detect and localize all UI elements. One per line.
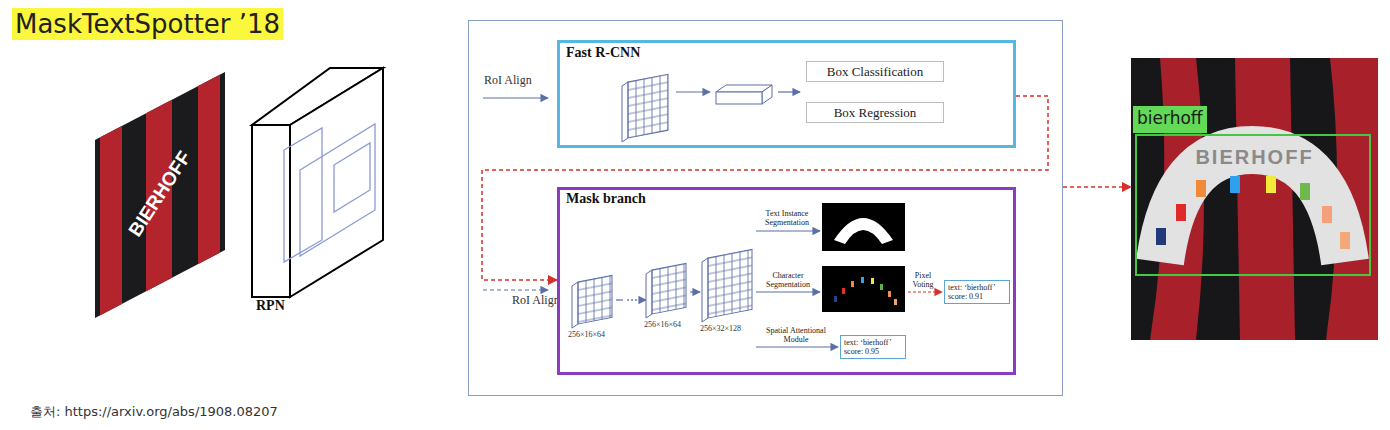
flow-arrow — [778, 91, 800, 92]
box-heading: Mask branch — [566, 191, 646, 207]
flow-arrow — [640, 299, 646, 300]
label-text: bierhoff — [1137, 107, 1203, 129]
flow-connector — [1063, 186, 1131, 188]
roi-arrow — [483, 289, 548, 290]
feature-map — [646, 263, 686, 318]
detection-label: bierhoff — [1133, 106, 1207, 133]
fast-rcnn-box: Fast R-CNN Box ClassificationBox Regressi… — [557, 40, 1016, 148]
feature-map — [622, 74, 668, 142]
fc-slab — [716, 85, 772, 104]
instance-mask — [822, 203, 905, 251]
step-label: Text Instance Segmentation — [755, 209, 819, 227]
step-label: Pixel Voting — [906, 271, 940, 289]
flow-arrow — [690, 291, 700, 292]
rpn-block — [252, 68, 383, 297]
box-text: Box Regression — [817, 105, 933, 120]
pixel-voting-arrow — [908, 291, 942, 292]
title: MaskTextSpotter ’18 — [12, 8, 283, 40]
result-text: text: ‘bierhoff’ score: 0.91 — [948, 283, 1006, 301]
output-image: BIERHOFF bierhoff — [1131, 58, 1384, 340]
feature-map — [702, 249, 752, 322]
result-box: text: ‘bierhoff’ score: 0.91 — [944, 280, 1010, 304]
image-text: BIERHOFF — [1131, 146, 1378, 169]
step-label: Character Segmentation — [757, 271, 819, 289]
block-label: RPN — [256, 298, 285, 314]
stage-label: RoI Align — [484, 73, 532, 88]
flow-arrow — [676, 91, 710, 92]
flow-arrow — [756, 346, 838, 347]
box-text: Box Classification — [817, 64, 933, 79]
flow-arrow — [756, 230, 820, 231]
roi-arrow — [483, 97, 548, 98]
input-image — [90, 60, 230, 325]
result-box: text: ‘bierhoff’ score: 0.95 — [840, 335, 906, 359]
step-label: Spatial Attentional Module — [754, 326, 838, 344]
output-image — [1131, 58, 1378, 340]
flow-dash — [616, 299, 623, 300]
dimension-label: 256×16×64 — [568, 330, 605, 339]
image-text: BIERHOFF — [115, 133, 204, 254]
source-caption: 출처: https://arxiv.org/abs/1908.08207 — [30, 403, 278, 421]
dimension-label: 256×16×64 — [644, 320, 681, 329]
flow-arrow — [756, 291, 820, 292]
result-text: text: ‘bierhoff’ score: 0.95 — [844, 338, 902, 356]
rpn-block: RPN — [248, 62, 390, 324]
dimension-label: 256×32×128 — [700, 324, 741, 333]
process-box: Box Classification — [806, 61, 944, 82]
feature-map — [572, 275, 612, 328]
pipeline-frame: RoI AlignRoI AlignFast R-CNNBox Classifi… — [468, 20, 1063, 396]
process-box: Box Regression — [806, 102, 944, 123]
stage-label: RoI Align — [512, 293, 560, 308]
character-mask — [822, 266, 905, 312]
box-heading: Fast R-CNN — [566, 45, 640, 61]
